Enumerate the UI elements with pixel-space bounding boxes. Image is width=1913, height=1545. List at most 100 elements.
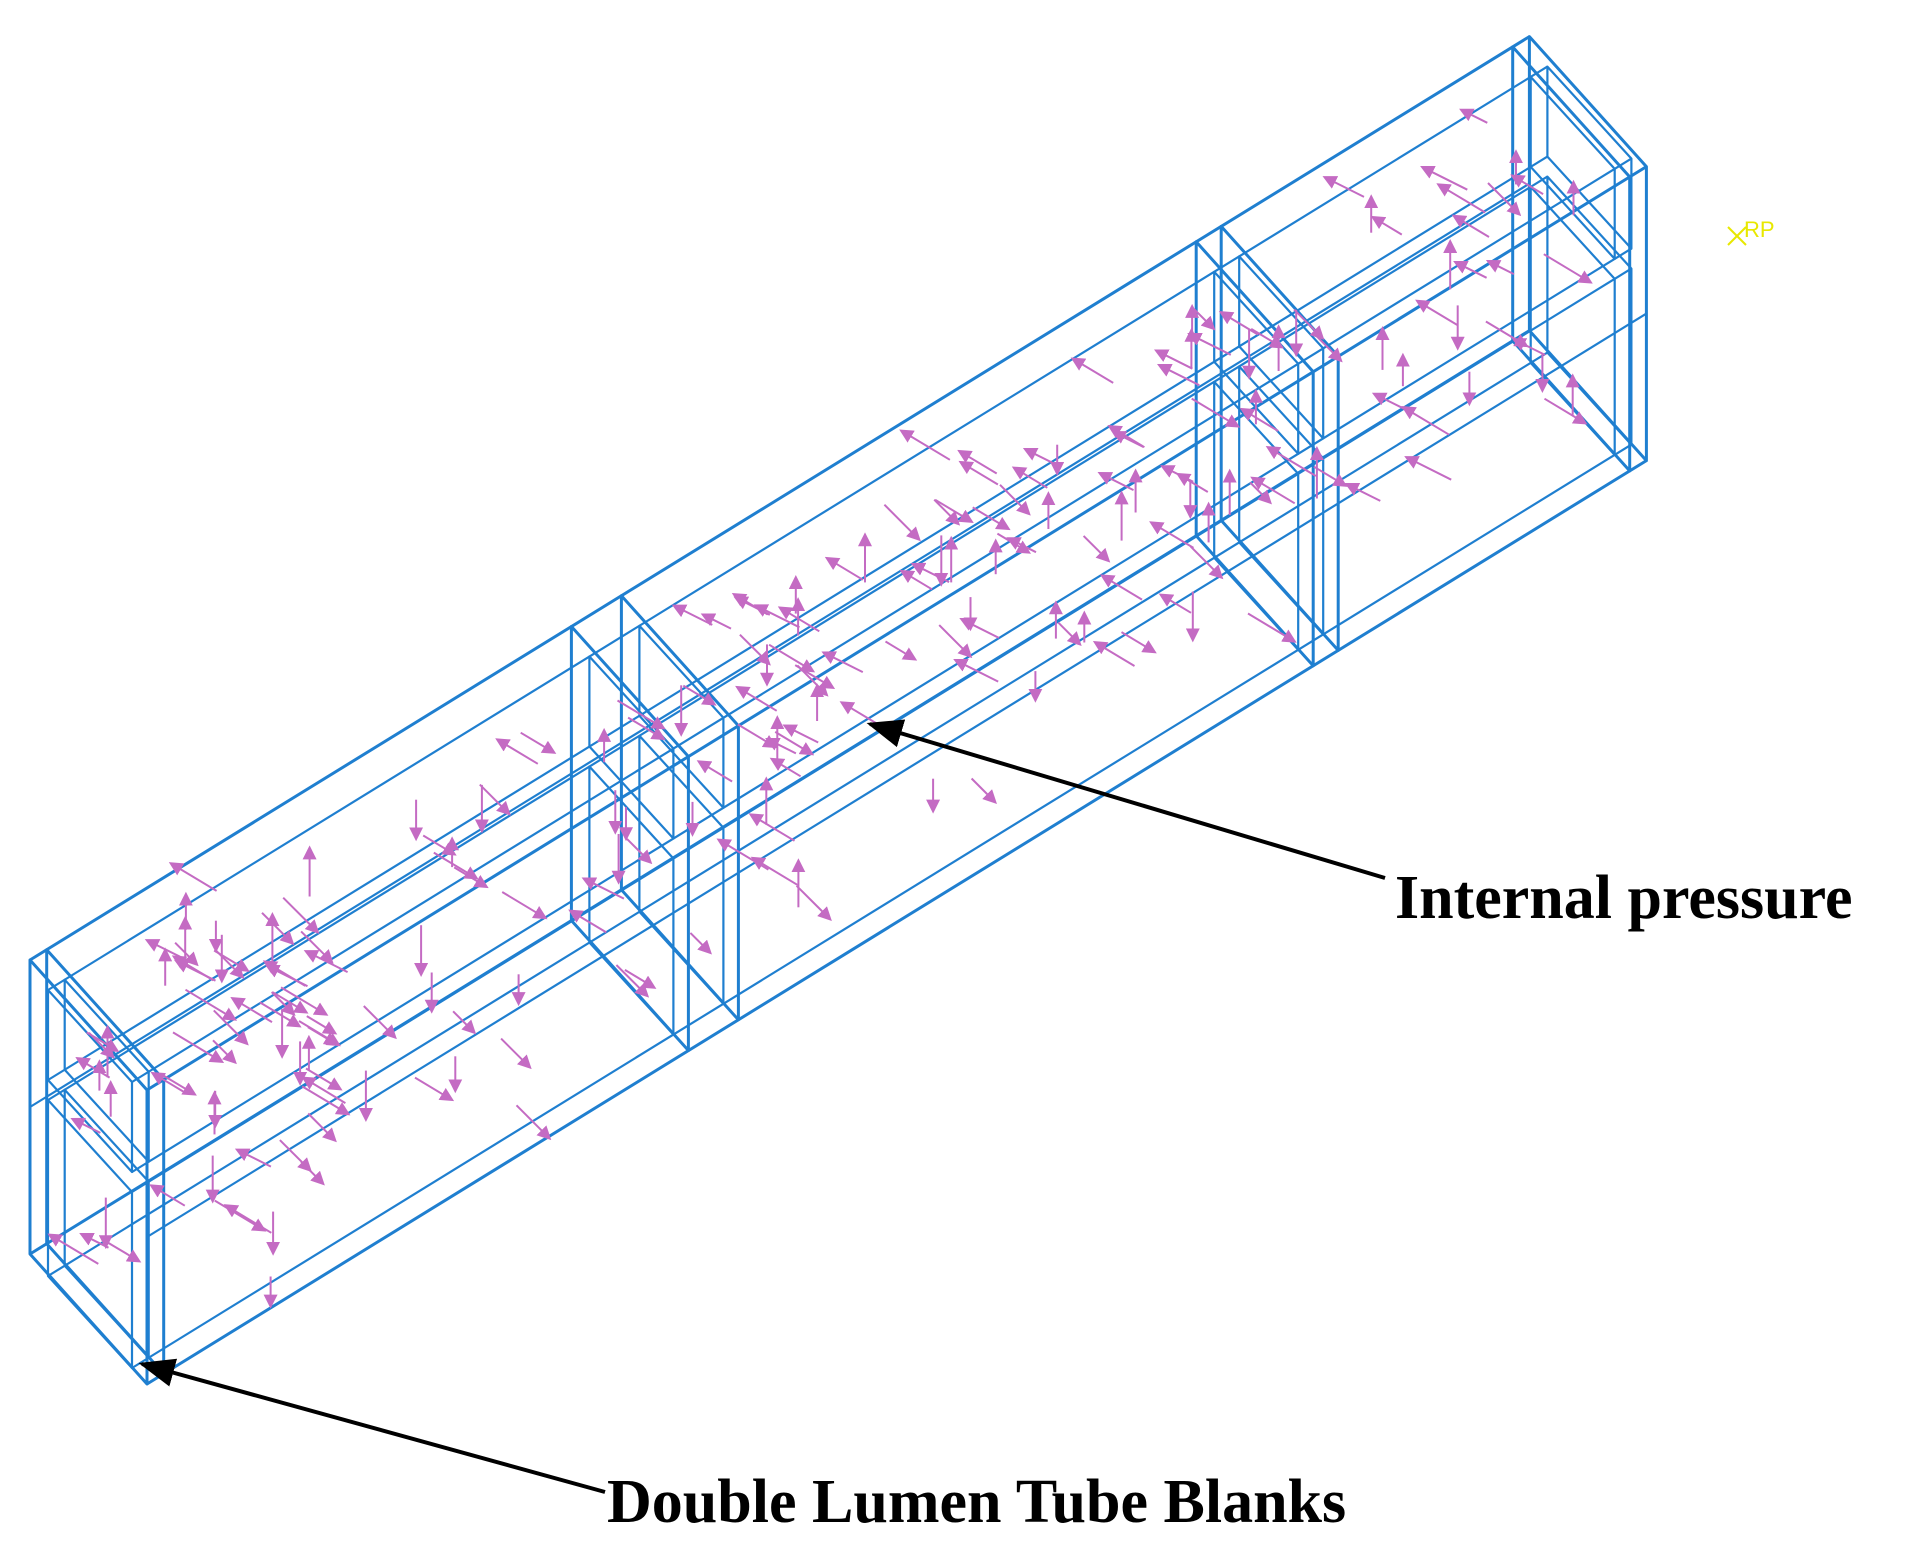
pressure-arrow <box>305 1067 343 1091</box>
pressure-arrow <box>144 939 187 961</box>
pressure-arrow <box>768 643 816 673</box>
tube-wireframe <box>28 35 1648 1386</box>
pressure-arrow <box>301 1076 346 1104</box>
pressure-arrow <box>716 838 769 871</box>
pressure-arrow <box>1453 261 1488 279</box>
pressure-arrow <box>1315 334 1343 363</box>
pressure-arrow <box>958 460 999 486</box>
pressure-arrow <box>1097 472 1134 491</box>
pressure-arrow <box>996 532 1032 554</box>
pressure-arrow <box>1485 260 1515 275</box>
pressure-arrow <box>1404 456 1452 481</box>
pressure-arrow <box>75 1057 111 1079</box>
pressure-arrow <box>168 862 218 892</box>
pressure-arrow <box>422 834 457 856</box>
pressure-arrow <box>1436 183 1486 214</box>
pressure-arrow <box>433 851 479 880</box>
pressure-arrow <box>1156 364 1200 387</box>
pressure-arrow <box>1451 214 1490 238</box>
pressure-arrow <box>682 684 717 706</box>
pressure-arrow <box>300 1160 325 1186</box>
pressure-arrow <box>972 506 1011 531</box>
pressure-arrow <box>1313 465 1348 487</box>
pressure-arrow <box>700 613 732 630</box>
pressure-arrow <box>899 569 933 591</box>
longitudinal-edge-5 <box>131 157 1632 1083</box>
pressure-arrow <box>174 959 216 982</box>
pressure-arrow <box>899 429 951 461</box>
pressure-arrow <box>959 618 1000 639</box>
pressure-arrow <box>1420 166 1468 191</box>
pressure-arrow <box>970 777 997 804</box>
pressure-arrow <box>737 723 778 749</box>
longitudinal-edge-4 <box>47 65 1548 991</box>
pressure-arrow <box>270 991 296 1016</box>
pressure-arrow <box>999 484 1031 516</box>
pressure-arrow <box>172 1031 225 1064</box>
pressure-arrow <box>363 1005 397 1040</box>
pressure-arrow <box>414 1076 455 1102</box>
pressure-arrow <box>933 498 961 526</box>
pressure-arrow <box>696 760 733 783</box>
tube-blanks-label: Double Lumen Tube Blanks <box>607 1468 1346 1536</box>
pressure-arrow <box>107 1241 142 1263</box>
pressure-arrow <box>1153 349 1193 370</box>
pressure-arrow <box>824 556 864 581</box>
pressure-arrow <box>47 1233 99 1265</box>
longitudinal-edge-0 <box>29 35 1531 962</box>
internal-pressure-label: Internal pressure <box>1395 864 1853 932</box>
pressure-arrow <box>1265 445 1317 477</box>
pressure-arrow <box>150 1071 187 1094</box>
pressure-arrow <box>753 604 800 629</box>
pressure-arrow <box>520 731 557 754</box>
pressure-arrow <box>282 896 320 934</box>
pressure-arrow <box>615 964 650 998</box>
pressure-arrow <box>1011 466 1048 489</box>
pressure-arrow <box>1322 176 1365 198</box>
pressure-arrow <box>735 685 778 712</box>
pressure-arrow <box>300 930 334 964</box>
pressure-arrow <box>174 941 199 967</box>
pressure-arrow <box>1401 406 1450 436</box>
pressure-arrow <box>782 724 819 744</box>
pressure-arrow <box>495 738 539 765</box>
pressure-arrow <box>733 596 771 616</box>
pressure-arrow <box>1543 397 1588 425</box>
pressure-arrow <box>215 950 245 979</box>
pressure-arrow <box>581 877 625 900</box>
pressure-arrow <box>1158 593 1192 614</box>
pressure-arrow <box>1070 357 1114 384</box>
pressure-arrow <box>750 856 798 886</box>
pressure-arrow <box>303 950 349 973</box>
pressure-arrow <box>796 664 829 697</box>
longitudinal-edge-13 <box>146 312 1647 1238</box>
pressure-arrow <box>795 885 832 921</box>
internal-pressure-leader-arrow <box>866 719 1386 880</box>
pressure-arrow <box>739 633 771 666</box>
pressure-arrow <box>1149 521 1195 549</box>
tube-blanks-callout: Double Lumen Tube Blanks <box>138 1358 1346 1536</box>
pressure-arrow <box>934 498 974 523</box>
pressure-arrow <box>957 449 998 475</box>
pressure-arrow <box>70 1117 101 1134</box>
longitudinal-edge-2 <box>146 459 1648 1386</box>
longitudinal-edge-6 <box>131 247 1632 1173</box>
longitudinal-edge-1 <box>146 165 1648 1092</box>
pressure-arrow <box>883 503 921 542</box>
pressure-arrow <box>261 912 295 946</box>
pressure-arrow <box>1160 465 1194 483</box>
pressure-arrow <box>307 1026 339 1046</box>
pressure-arrow <box>479 783 511 816</box>
pressure-arrow <box>1415 299 1458 326</box>
pressure-arrow <box>938 624 973 659</box>
pressure-arrow <box>1082 535 1111 563</box>
pressure-arrow <box>1250 476 1296 505</box>
pressure-arrow <box>1371 392 1405 410</box>
pressure-arrow <box>774 731 815 756</box>
reference-point-marker: RP <box>1727 217 1775 246</box>
pressure-arrow <box>223 1204 272 1234</box>
pressure-arrow <box>501 891 548 920</box>
pressure-arrow <box>1239 407 1279 432</box>
pressure-arrow <box>769 757 802 778</box>
pressure-arrow <box>301 1085 351 1116</box>
